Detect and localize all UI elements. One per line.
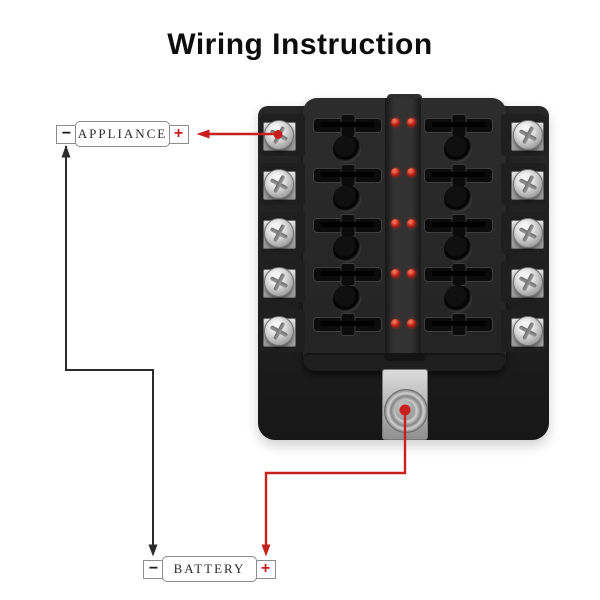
fuse-slot [424,317,493,332]
battery-label: − BATTERY + [143,556,276,582]
phillips-screw-icon [264,120,294,150]
led-indicator-icon [407,168,416,178]
fuse-hole [333,285,361,313]
screw-terminal-right-5 [501,308,547,354]
appliance-name-box: APPLIANCE [75,121,170,147]
led-pair-5 [391,319,416,328]
screw-terminal-right-3 [501,210,547,256]
minus-sign: − [61,125,72,142]
led-pair-3 [391,218,416,228]
screw-terminal-left-2 [259,161,305,207]
arrowhead-down-icon [261,544,271,557]
fuse-slot [313,267,382,283]
phillips-screw-icon [513,169,543,199]
led-pair-1 [391,118,416,127]
appliance-minus-terminal-box: − [56,124,77,144]
fuse-slot [313,118,382,133]
appliance-name: APPLIANCE [77,126,168,141]
led-indicator-icon [391,268,400,278]
fuse-column-right [424,98,493,371]
screw-terminal-right-4 [501,259,547,305]
fuse-slot [313,317,382,332]
fuse-slot [424,217,493,233]
fuse-column-left [313,98,382,371]
led-indicator-icon [407,118,416,127]
minus-sign: − [148,560,159,577]
phillips-screw-icon [264,267,294,297]
battery-name-box: BATTERY [162,556,257,582]
led-indicator-icon [391,118,400,127]
fuse-block-housing [303,94,506,371]
fuse-hole [444,285,472,313]
page-title: Wiring Instruction [167,28,433,61]
phillips-screw-icon [513,218,543,248]
appliance-negative-wire [61,145,158,557]
fuse-hole [444,235,472,263]
led-indicator-strip [385,98,421,371]
screw-terminal-left-1 [259,112,305,158]
fuse-hole [444,185,472,213]
phillips-screw-icon [264,169,294,199]
appliance-plus-terminal-box: + [168,124,189,144]
led-pair-4 [391,268,416,278]
led-indicator-icon [391,218,400,228]
screw-terminal-right-2 [501,161,547,207]
fuse-hole [333,235,361,263]
plus-sign: + [173,125,184,142]
fuse-slot [424,267,493,283]
fuse-slot [313,217,382,233]
fuse-slot [424,118,493,133]
battery-plus-terminal-box: + [255,559,276,579]
battery-terminal-screw-icon [384,389,428,433]
phillips-screw-icon [264,218,294,248]
screw-terminal-right-1 [501,112,547,158]
led-indicator-icon [391,319,400,328]
appliance-label: − APPLIANCE + [56,121,189,147]
led-pair-2 [391,168,416,178]
screw-terminal-left-5 [259,308,305,354]
led-indicator-icon [407,218,416,228]
screw-terminal-left-3 [259,210,305,256]
fuse-slot [313,167,382,183]
fuse-block [258,94,549,440]
phillips-screw-icon [513,120,543,150]
battery-name: BATTERY [173,561,246,576]
plus-sign: + [260,560,271,577]
phillips-screw-icon [513,316,543,346]
housing-bottom-lip [303,353,506,371]
led-indicator-icon [391,168,400,178]
battery-minus-terminal-box: − [143,559,164,579]
arrowhead-down-icon [148,544,158,557]
fuse-slot [424,167,493,183]
led-indicator-icon [407,268,416,278]
phillips-screw-icon [513,267,543,297]
fuse-hole [444,135,472,163]
fuse-hole [333,135,361,163]
arrowhead-left-icon [196,129,210,139]
fuse-hole [333,185,361,213]
phillips-screw-icon [264,316,294,346]
led-indicator-icon [407,319,416,328]
screw-terminal-left-4 [259,259,305,305]
battery-input-terminal [382,369,428,440]
